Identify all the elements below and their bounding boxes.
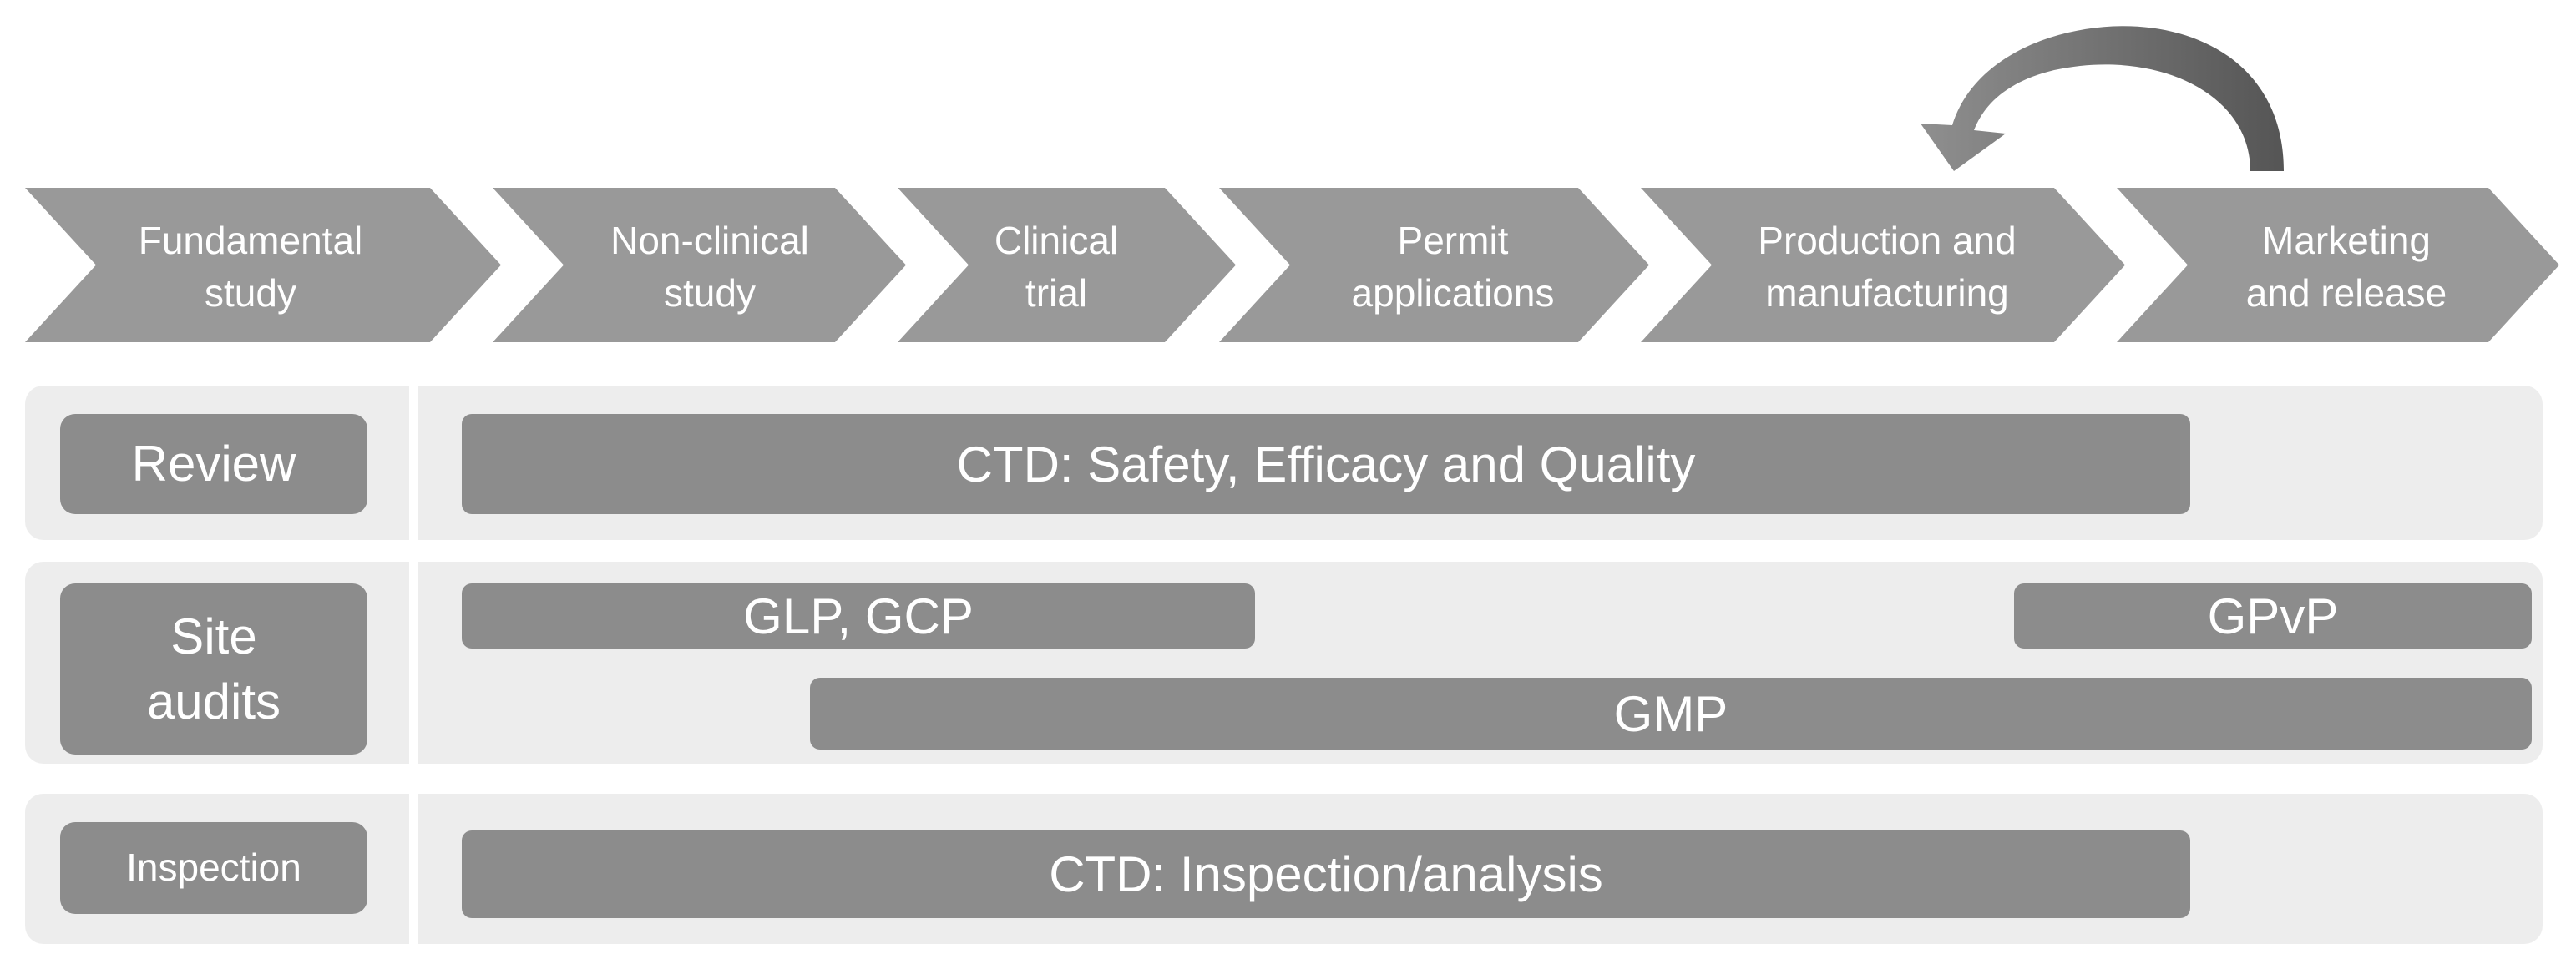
site-audits-row-divider [409, 562, 418, 764]
stage-label-production-manufacturing: Production and manufacturing [1758, 218, 2017, 315]
stage-label-clinical-trial: Clinical trial [994, 218, 1119, 315]
inspection-row-divider [409, 794, 418, 944]
review-label: Review [60, 414, 367, 514]
site-audits-label: Site audits [60, 583, 367, 755]
stage-label-permit-applications: Permit applications [1351, 218, 1555, 315]
stage-chevron-production-manufacturing [1641, 188, 2125, 342]
stage-chevron-clinical-trial [898, 188, 1236, 342]
stage-chevron-marketing-release [2117, 188, 2559, 342]
feedback-loop-arrow [1921, 26, 2284, 171]
stage-chevron-non-clinical-study [493, 188, 906, 342]
stage-label-fundamental-study: Fundamental study [138, 218, 363, 315]
glp-gcp-bar: GLP, GCP [462, 583, 1255, 649]
gmp-bar: GMP [810, 678, 2532, 750]
review-row-divider [409, 386, 418, 540]
ctd-inspection-analysis-bar: CTD: Inspection/analysis [462, 830, 2190, 918]
stage-label-non-clinical-study: Non-clinical study [610, 218, 809, 315]
inspection-label: Inspection [60, 822, 367, 914]
stage-chevron-fundamental-study [25, 188, 501, 342]
ctd-safety-efficacy-quality-bar: CTD: Safety, Efficacy and Quality [462, 414, 2190, 514]
stage-label-marketing-release: Marketing and release [2245, 218, 2447, 315]
stage-chevron-permit-applications [1219, 188, 1649, 342]
gpvp-bar: GPvP [2014, 583, 2532, 649]
